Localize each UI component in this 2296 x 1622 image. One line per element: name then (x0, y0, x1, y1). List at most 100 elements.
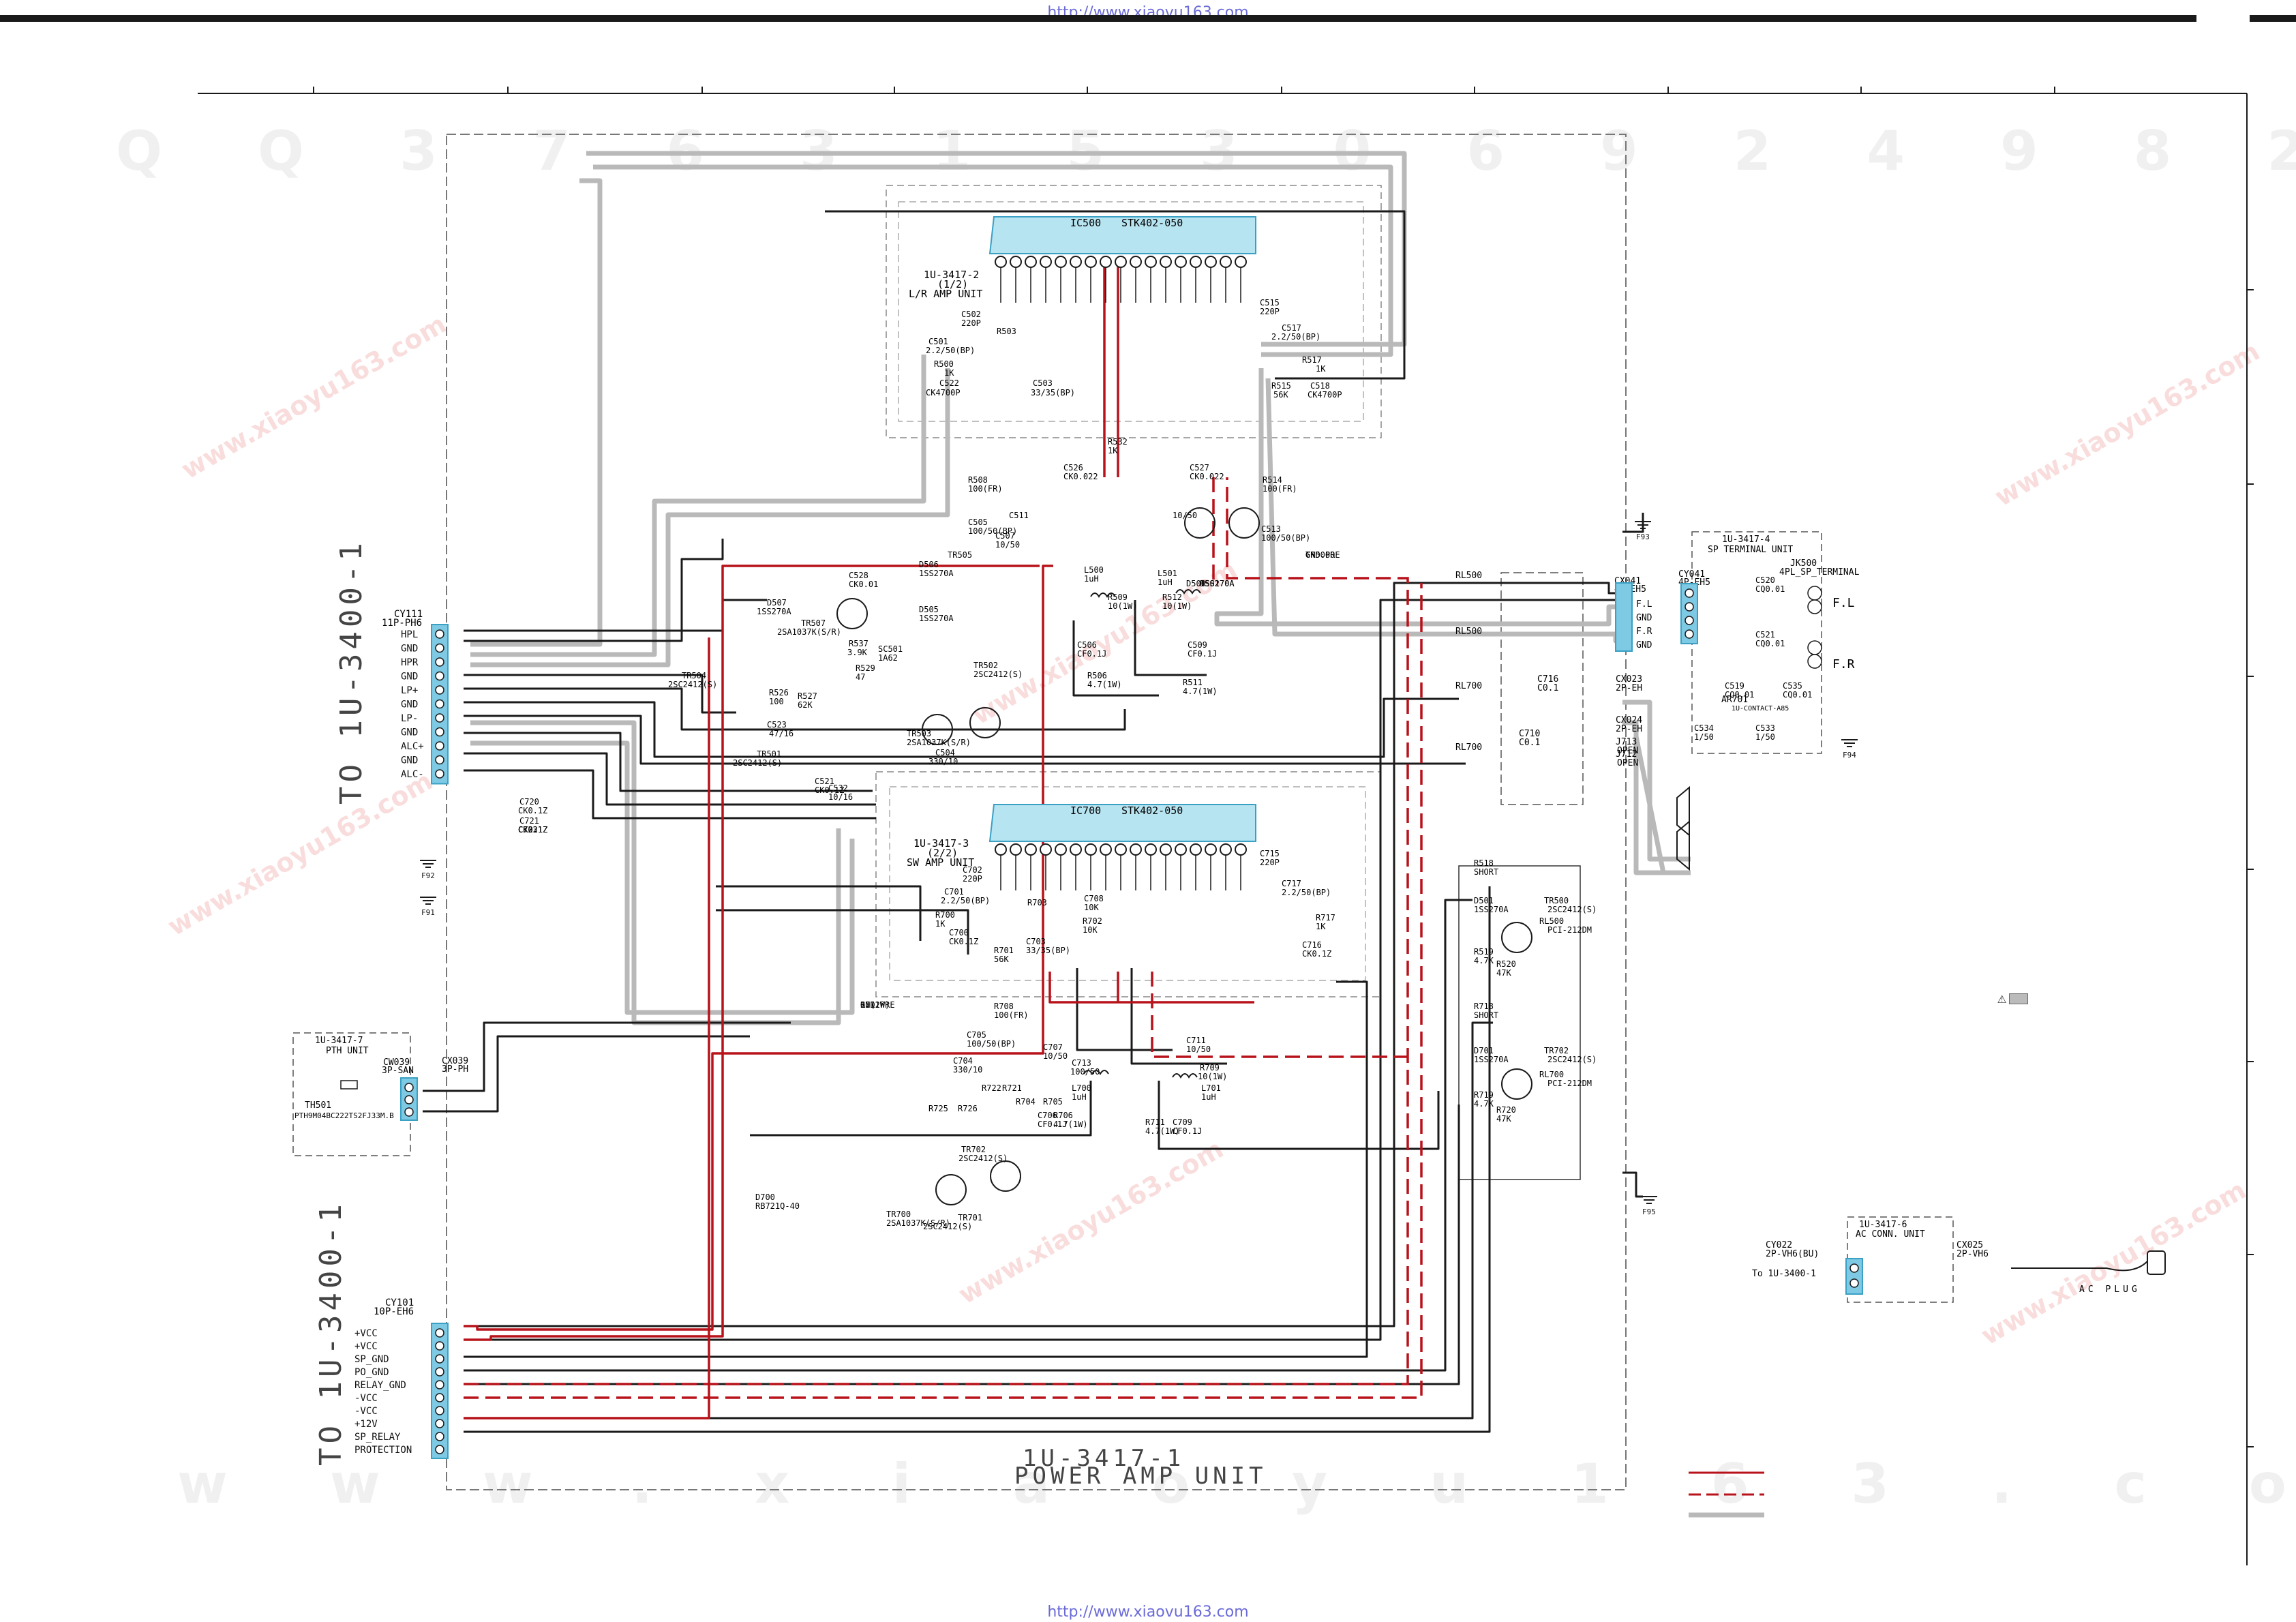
ic-pin (1085, 256, 1097, 268)
component-label: C701 (944, 887, 964, 897)
component-label: RL500 (1455, 571, 1482, 581)
sp-cap-label: C535 (1783, 681, 1802, 691)
component-label: D700 (755, 1192, 775, 1202)
component-label: TR702 (961, 1145, 986, 1154)
component-label: R512 (1162, 592, 1182, 602)
component-label: TR701 (958, 1213, 982, 1222)
component-label: R508 (968, 475, 988, 485)
ic-pin (1175, 843, 1187, 856)
wire (464, 886, 1491, 1433)
connector-pin (435, 741, 444, 751)
component-label: 10(1W) (860, 1000, 890, 1010)
component-label: 10(1W) (1198, 1072, 1227, 1081)
component-label: C705 (967, 1030, 986, 1040)
ic-pin (1010, 256, 1022, 268)
connector-pin (435, 1380, 444, 1390)
component-label: R532 (1108, 437, 1128, 447)
component-label: C509 (1188, 640, 1207, 650)
connector-pin-label: GND (401, 755, 418, 766)
component-label: 2P-EH (1616, 683, 1642, 693)
wire (464, 539, 724, 642)
sp-cap-label: C519 (1725, 681, 1744, 691)
component-label: R700 (935, 910, 955, 920)
component-label: 1SS270A (1474, 1055, 1509, 1064)
ic500-part: STK402-050 (1121, 217, 1183, 229)
component-label: C723 (518, 825, 538, 835)
component-label: CK0.1Z (518, 825, 547, 835)
component-label: 2SA1037K(S/R) (907, 738, 971, 747)
transistor-symbol (935, 1174, 967, 1205)
component-label: L700 (1072, 1083, 1091, 1093)
component-label: 47K (1496, 968, 1511, 978)
component-label: TR700 (886, 1210, 911, 1219)
connector-pin (1685, 602, 1694, 612)
component-label: TR504 (682, 671, 706, 680)
ic-pin (1025, 843, 1037, 856)
component-label: TR505 (948, 550, 972, 560)
component-label: 220P (1260, 307, 1280, 316)
svg-text:CW039: CW039 (383, 1057, 410, 1068)
connector-pin (1685, 616, 1694, 625)
component-label: R519 (1474, 947, 1494, 957)
component-label: CK0.01 (849, 580, 878, 589)
transistor-symbol (922, 714, 953, 745)
cx041-pin-label: F.R (1636, 627, 1652, 637)
component-label: 100(FR) (994, 1010, 1029, 1020)
component-label: C703 (1026, 937, 1046, 946)
component-label: C526 (1063, 463, 1083, 472)
ic-pin (995, 256, 1007, 268)
svg-text:CY041: CY041 (1678, 569, 1705, 580)
component-label: CX024 (1616, 715, 1642, 725)
component-label: C522 (939, 378, 959, 388)
sw-amp-label: 1U-3417-3 (2/2) SW AMP UNIT (907, 837, 974, 869)
wire (464, 752, 876, 806)
component-label: D501 (1474, 896, 1494, 905)
sp-cap-label: C520 (1755, 575, 1775, 585)
wire (423, 1021, 791, 1092)
ac-conn-unit: 1U-3417-6 AC CONN. UNIT CY022 2P-VH6(BU)… (1752, 1220, 2137, 1295)
component-label: C721 (519, 816, 539, 826)
component-label: 2.2/50(BP) (941, 896, 990, 905)
component-label: D506 (919, 560, 939, 569)
component-label: CF0.1J (1077, 649, 1106, 659)
sp-cap-label: 1/50 (1694, 732, 1714, 742)
component-label: C706 (1038, 1111, 1057, 1120)
svg-text:(1/2): (1/2) (937, 278, 968, 290)
component-label: 56K (994, 955, 1009, 964)
component-label: C517 (1282, 323, 1301, 333)
component-label: R712 (860, 1000, 880, 1010)
ic-pin (1115, 256, 1127, 268)
sp-cap-label: C534 (1694, 723, 1714, 733)
connector-pin (435, 1328, 444, 1338)
component-label: R709 (1200, 1063, 1220, 1072)
lr-amp-component-labels: C502220PC5012.2/50(BP)R5001KC50333/35(BP… (926, 298, 1342, 560)
connector-pin-label: -VCC (354, 1393, 378, 1404)
component-label: 10/50 (1173, 511, 1197, 520)
component-label: R527 (798, 691, 817, 701)
inductor-symbol (1172, 1073, 1198, 1079)
component-label: CK0.1Z (949, 937, 978, 946)
svg-text:L/R AMP UNIT: L/R AMP UNIT (909, 288, 982, 300)
component-label: RL700 (1455, 742, 1482, 753)
component-label: R705 (1043, 1097, 1063, 1107)
connector-pin (1849, 1278, 1859, 1288)
signal-wire (470, 355, 926, 657)
component-label: 220P (963, 874, 982, 884)
grid-ticks (2247, 289, 2254, 1447)
ic-pin (1115, 843, 1127, 856)
component-label: CK0.022 (1063, 472, 1098, 481)
component-label: 33/35(BP) (1031, 388, 1075, 397)
power-wire (464, 565, 1040, 1341)
component-label: C503 (1033, 378, 1053, 388)
component-label: C716 (1302, 940, 1322, 950)
connector-pin (1849, 1263, 1859, 1273)
ground-label: F92 (421, 871, 435, 880)
transistor-symbol (969, 707, 1001, 738)
component-label: 2SC2412(S) (1547, 905, 1597, 914)
svg-text:1U-3417-4: 1U-3417-4 (1722, 535, 1770, 545)
component-label: CK0.1Z (815, 785, 844, 795)
component-label: C506 (1077, 640, 1097, 650)
terminal-screw (1807, 640, 1822, 655)
cy101-type: 10P-EH6 (374, 1306, 414, 1317)
